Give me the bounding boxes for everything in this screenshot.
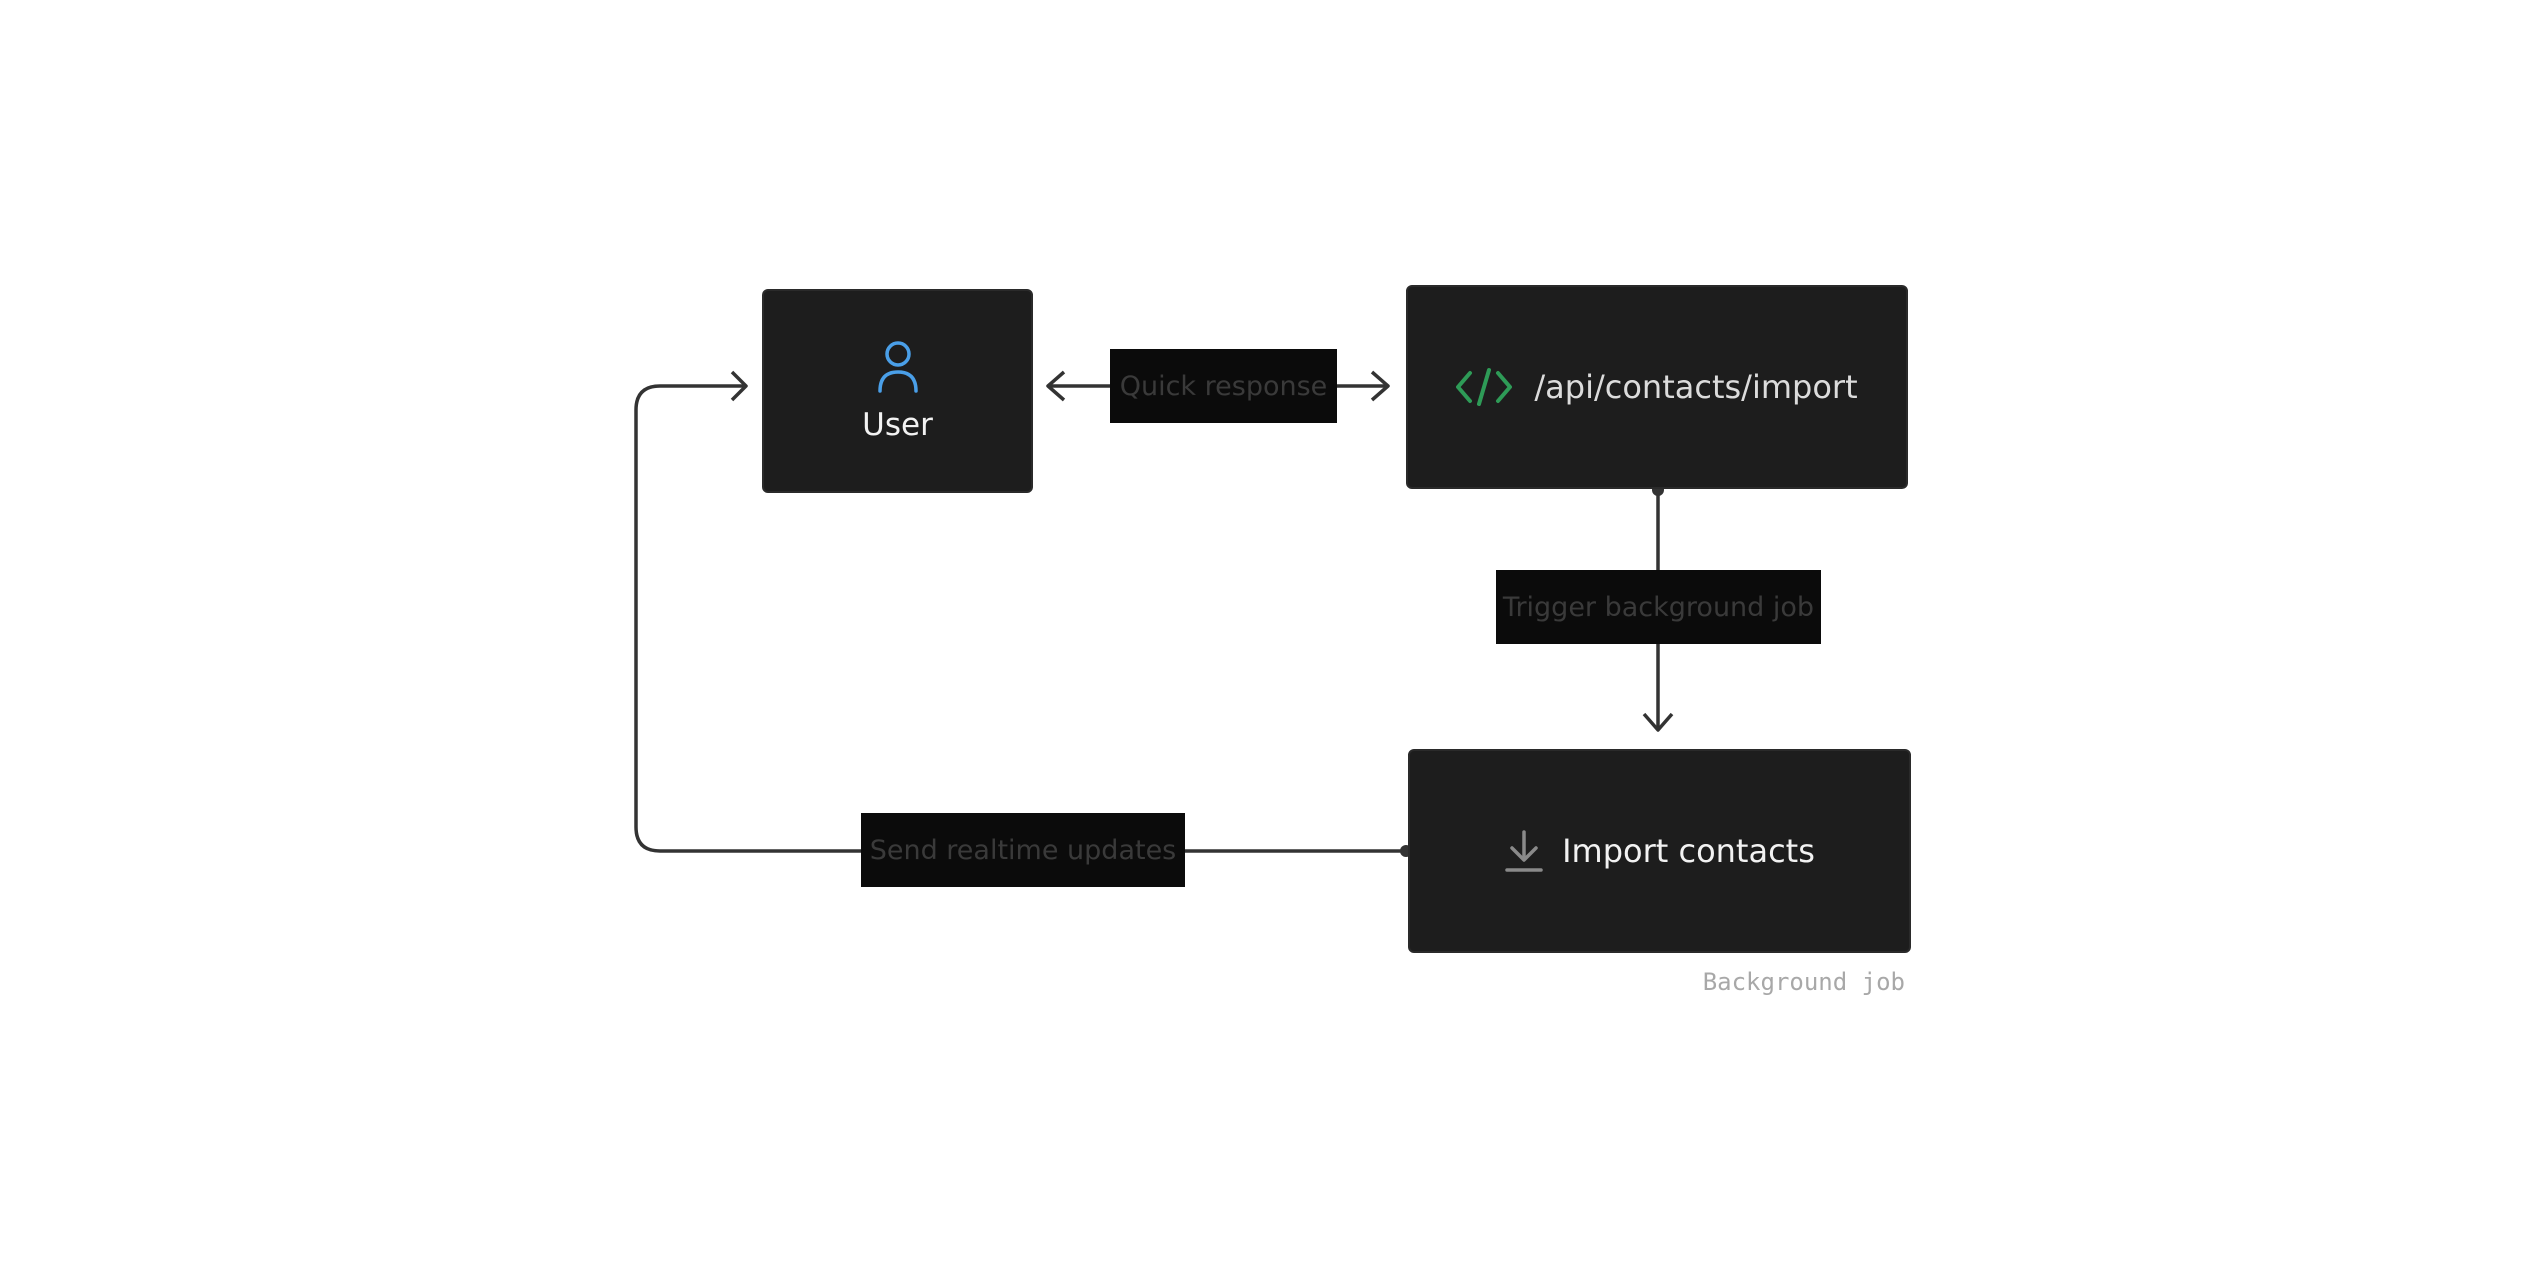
background-job-caption: Background job [1702,968,1905,996]
realtime-updates-connector [634,384,1406,853]
import-contacts-label: Import contacts [1562,832,1815,870]
code-icon [1456,367,1513,407]
arrowhead-to-user [1046,370,1066,402]
import-contacts-node[interactable]: Import contacts [1408,749,1911,953]
user-node-label: User [862,407,933,443]
user-node[interactable]: User [762,289,1033,493]
api-endpoint-label: /api/contacts/import [1534,368,1858,406]
api-endpoint-node[interactable]: /api/contacts/import [1406,285,1908,489]
edge-label-quick-response: Quick response [1110,349,1337,423]
edge-label-trigger-background-job: Trigger background job [1496,570,1821,644]
download-icon [1504,829,1544,873]
arrowhead-to-api [1370,370,1390,402]
user-icon [876,339,920,395]
arrowhead-to-import [1642,712,1674,732]
edge-label-send-realtime-updates: Send realtime updates [861,813,1185,887]
arrowhead-return-to-user [730,370,748,402]
